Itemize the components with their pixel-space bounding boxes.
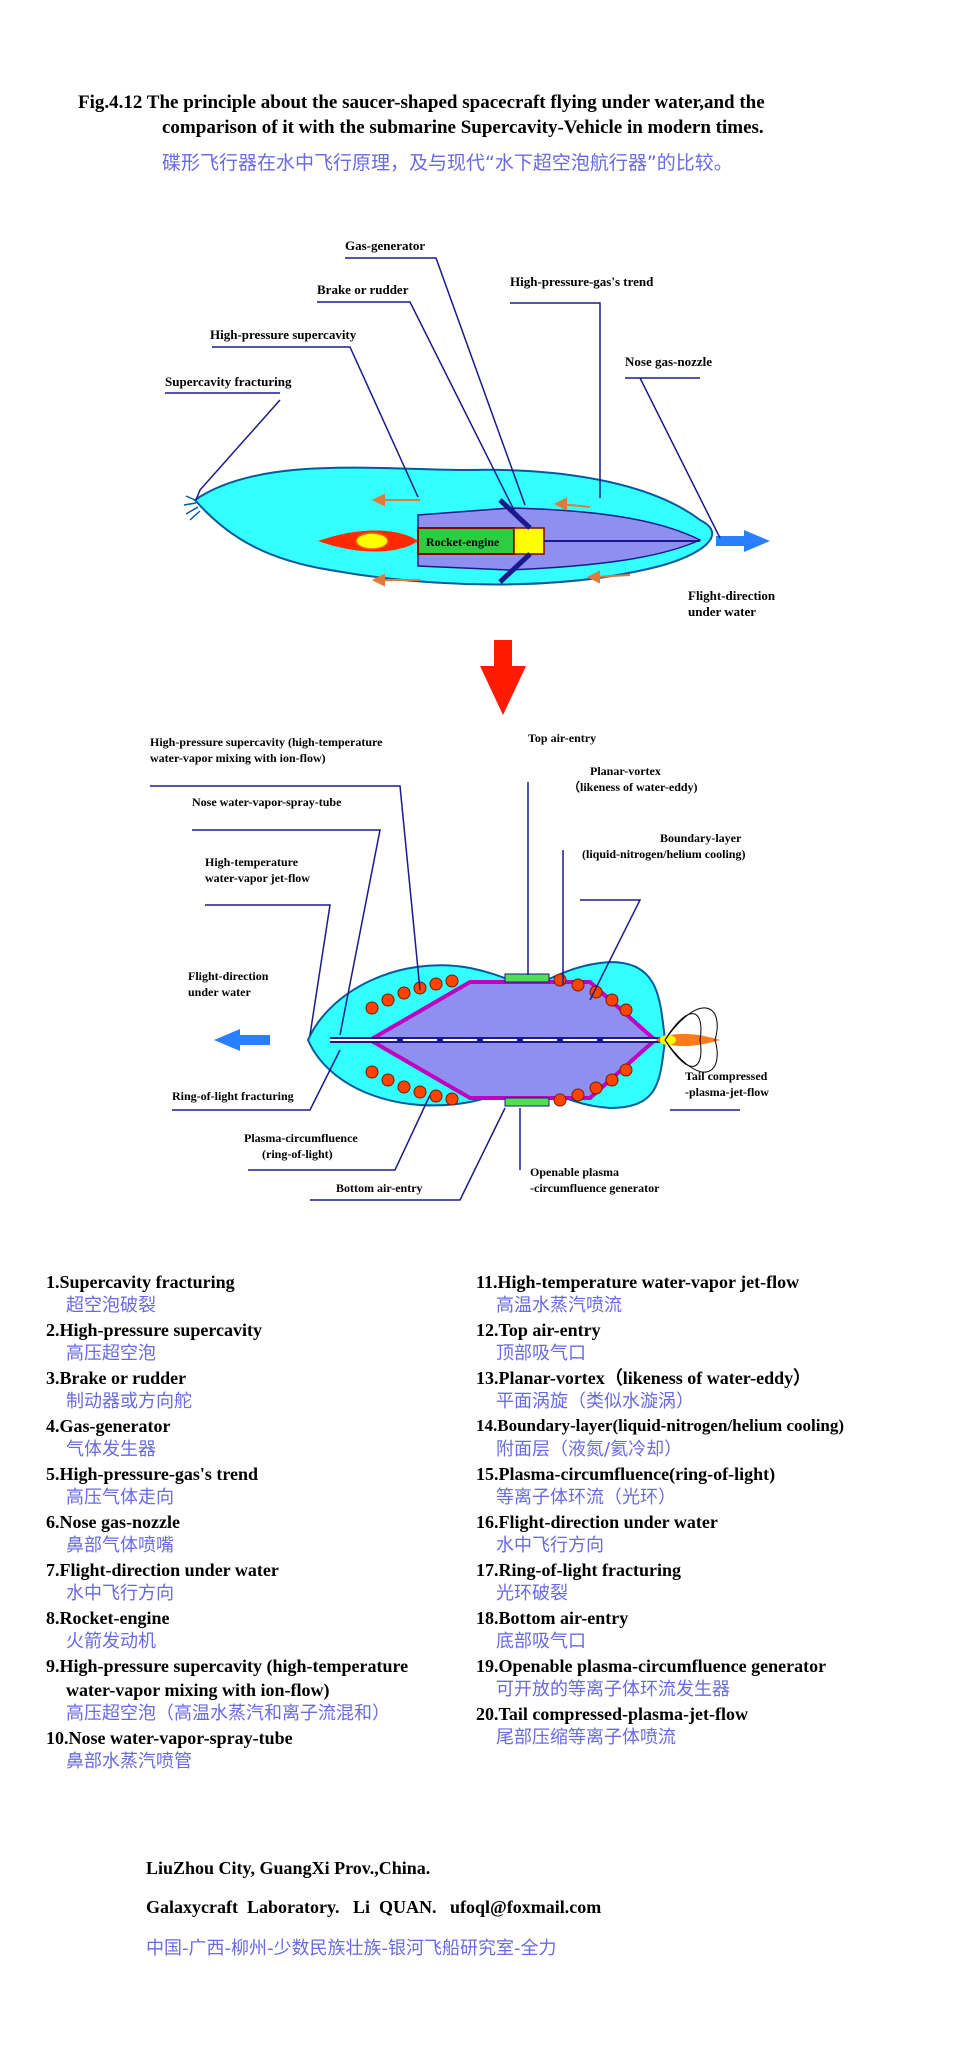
legend-item: 14.Boundary-layer(liquid-nitrogen/helium…: [476, 1416, 845, 1460]
label-tail-1: Tail compressed: [685, 1069, 768, 1083]
label-hp-supercavity: High-pressure supercavity: [210, 327, 357, 342]
label-openable-1: Openable plasma: [530, 1165, 619, 1179]
label-gas-generator: Gas-generator: [345, 238, 425, 253]
label-planar-vortex-1: Planar-vortex: [590, 764, 661, 778]
label-ht-jet-1: High-temperature: [205, 855, 299, 869]
caption-chinese: 碟形飞行器在水中飞行原理，及与现代“水下超空泡航行器”的比较。: [162, 152, 733, 174]
legend-item: 13.Planar-vortex（likeness of water-eddy）…: [476, 1368, 812, 1412]
caption-line-1: Fig.4.12 The principle about the saucer-…: [78, 92, 765, 113]
label-hp-supercavity-2: water-vapor mixing with ion-flow): [150, 751, 326, 765]
label-brake-rudder: Brake or rudder: [317, 282, 409, 297]
flame-core: [355, 532, 389, 550]
label-flight-direction-1: Flight-direction: [688, 588, 776, 603]
lower-rudder: [498, 552, 532, 584]
saucer-craft-diagram: High-pressure supercavity (high-temperat…: [150, 731, 769, 1201]
label-hp-gas-trend: High-pressure-gas's trend: [510, 274, 654, 289]
footer-location: LiuZhou City, GuangXi Prov.,China.: [146, 1858, 431, 1878]
figure-caption: Fig.4.12 The principle about the saucer-…: [78, 90, 898, 140]
caption-line-2: comparison of it with the submarine Supe…: [162, 117, 764, 138]
label-supercavity-fracturing: Supercavity fracturing: [165, 374, 292, 389]
footer-lab: Galaxycraft Laboratory. Li QUAN. ufoql@f…: [146, 1897, 602, 1917]
transition-arrow: [480, 640, 526, 715]
label-tail-2: -plasma-jet-flow: [685, 1085, 769, 1099]
label-ring-fracturing: Ring-of-light fracturing: [172, 1089, 294, 1103]
diagram-canvas: Rocket-engine: [150, 238, 776, 1201]
label-boundary-2: (liquid-nitrogen/helium cooling): [582, 847, 745, 861]
bottom-flight-direction-arrow: [214, 1029, 270, 1051]
supercavity-fracture-spikes: [183, 495, 201, 521]
label-boundary-1: Boundary-layer: [660, 831, 742, 845]
label-nose-nozzle: Nose gas-nozzle: [625, 354, 712, 369]
label-plasma-circ-2: (ring-of-light): [262, 1147, 333, 1161]
top-leader-lines: [165, 257, 721, 539]
label-ht-jet-2: water-vapor jet-flow: [205, 871, 310, 885]
legend-right-column: 11.High-temperature water-vapor jet-flow…: [476, 1270, 946, 1750]
legend-item: 19.Openable plasma-circumfluence generat…: [476, 1656, 827, 1700]
footer-chinese: 中国-广西-柳州-少数民族壮族-银河飞船研究室-全力: [146, 1938, 557, 1959]
rail-nodes: [397, 1037, 603, 1043]
supercavity-vehicle-diagram: Rocket-engine: [165, 238, 776, 619]
legend-item: 15.Plasma-circumfluence(ring-of-light)等离…: [476, 1464, 776, 1508]
label-nose-spray-tube: Nose water-vapor-spray-tube: [192, 795, 342, 809]
label-flight-dir-1: Flight-direction: [188, 969, 269, 983]
label-flight-direction-2: under water: [688, 604, 756, 619]
label-plasma-circ-1: Plasma-circumfluence: [244, 1131, 358, 1145]
label-bottom-air-entry: Bottom air-entry: [336, 1181, 423, 1195]
label-top-air-entry: Top air-entry: [528, 731, 596, 745]
legend-item: 11.High-temperature water-vapor jet-flow…: [476, 1272, 800, 1316]
gas-trend-arrows: [371, 493, 631, 587]
tail-plasma-jet: [655, 1007, 720, 1073]
label-flight-dir-2: under water: [188, 985, 251, 999]
rocket-engine-label: Rocket-engine: [426, 535, 500, 549]
legend-item: 9.High-pressure supercavity (high-temper…: [46, 1656, 409, 1724]
top-air-entry-grill: [504, 973, 550, 983]
top-flight-direction-arrow: [716, 530, 770, 552]
bottom-air-entry-grill: [504, 1097, 550, 1107]
label-hp-supercavity-1: High-pressure supercavity (high-temperat…: [150, 735, 383, 749]
label-planar-vortex-2: （likeness of water-eddy): [568, 779, 698, 794]
bottom-leader-lines: [150, 782, 740, 1201]
upper-rudder: [498, 498, 532, 530]
gas-generator-block: [513, 527, 545, 555]
label-openable-2: -circumfluence generator: [530, 1181, 660, 1195]
